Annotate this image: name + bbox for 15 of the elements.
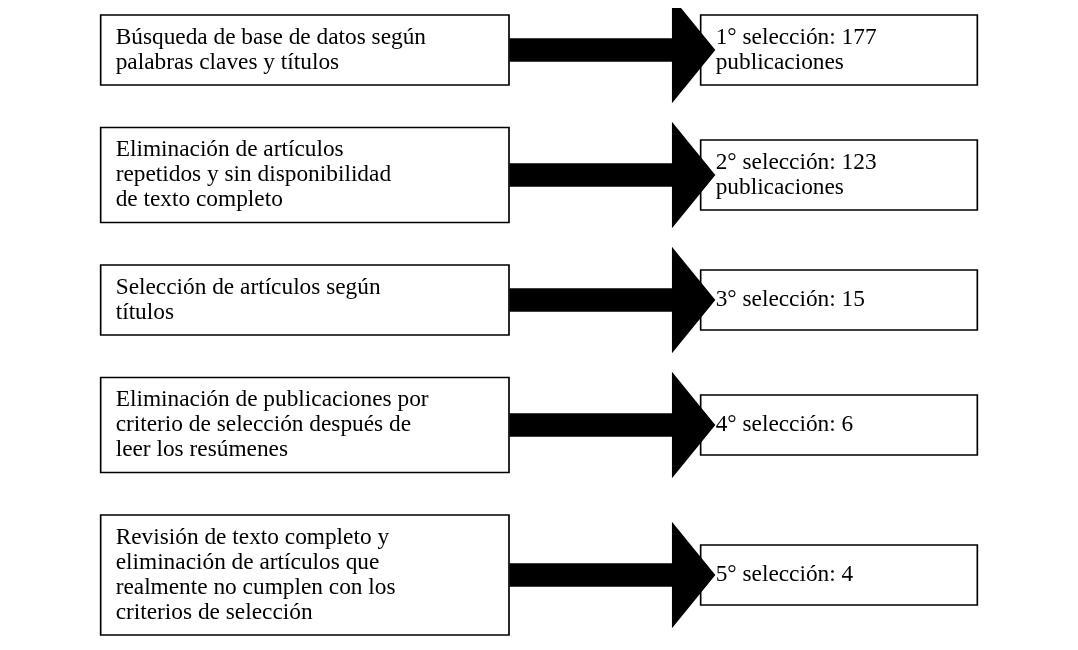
node-box: Selección de artículos según títulos [99, 264, 510, 336]
node-box: Búsqueda de base de datos según palabras claves y títulos [99, 14, 510, 86]
node-box: 1° selección: 177 publicaciones [699, 14, 979, 86]
arrow [509, 8, 716, 104]
node-box: Revisión de texto completo y eliminación de artículos que realmente no cumplen con los criterios de selección [99, 514, 510, 636]
arrow [509, 521, 716, 629]
node-box: 2° selección: 123 publicaciones [699, 139, 979, 211]
node-box: Eliminación de publicaciones por criterio de selección después de leer los resúmenes [99, 376, 510, 474]
node-box: 3° selección: 15 [699, 269, 979, 331]
node-box: 5° selección: 4 [699, 544, 979, 606]
arrow [509, 246, 716, 354]
node-box: Eliminación de artículos repetidos y sin disponibilidad de texto completo [99, 126, 510, 224]
arrow [509, 371, 716, 479]
arrow [509, 121, 716, 229]
node-box: 4° selección: 6 [699, 394, 979, 456]
